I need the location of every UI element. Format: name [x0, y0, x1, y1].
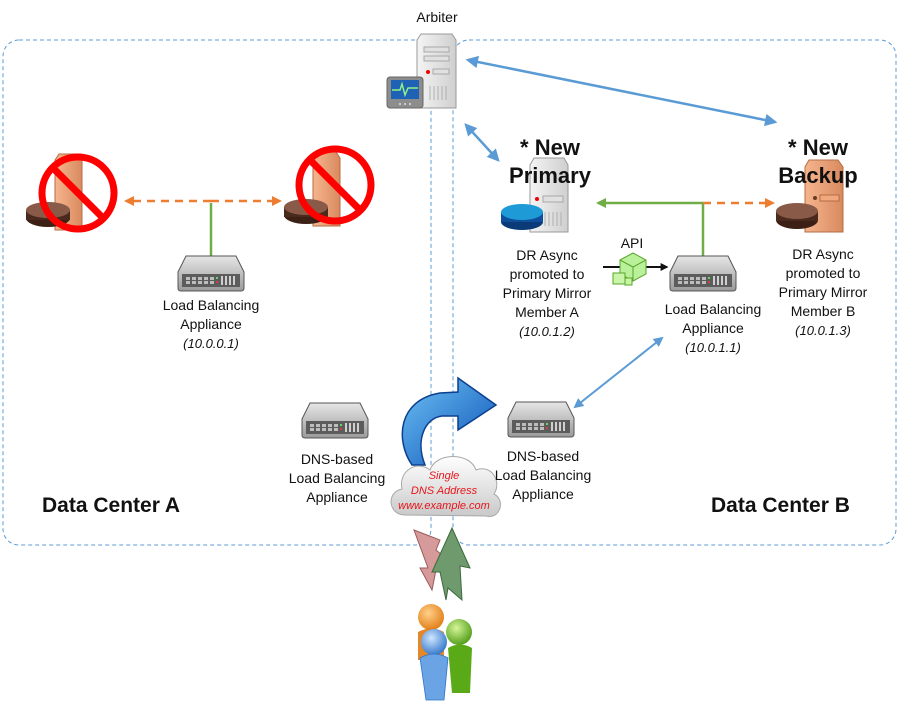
data-center-b-container: [452, 39, 897, 546]
dns-load-balancer-a-line2: Load Balancing: [288, 470, 386, 486]
new-primary-server-icon: [501, 157, 569, 233]
api-cube-icon: [612, 252, 647, 286]
dns-load-balancer-b-line1: DNS-based: [506, 448, 580, 464]
new-primary-line2: promoted to: [509, 266, 585, 282]
dns-load-balancer-b-line2: Load Balancing: [494, 467, 592, 483]
dns-load-balancer-b-icon: [507, 401, 575, 438]
new-backup-heading-line2: Backup: [778, 163, 858, 188]
new-backup-heading-line1: * New: [788, 135, 848, 160]
users-group-icon: [418, 604, 472, 701]
new-primary-line4: Member A: [515, 304, 579, 320]
prohibited-icon-2: [295, 145, 375, 225]
dns-cloud-line2: DNS Address: [410, 485, 478, 497]
dns-load-balancer-a-icon: [301, 402, 369, 439]
data-center-a-label: Data Center A: [42, 494, 181, 517]
new-primary-heading-line2: Primary: [509, 163, 591, 188]
load-balancer-b-icon: [669, 255, 737, 292]
load-balancer-a-line1: Load Balancing: [162, 297, 260, 313]
dns-cloud-label: Single DNS Address www.example.com: [392, 469, 496, 514]
new-backup-line1: DR Async: [792, 246, 854, 262]
dns-load-balancer-a-line1: DNS-based: [300, 451, 374, 467]
load-balancer-a-line2: Appliance: [180, 316, 242, 332]
load-balancer-b-ip: (10.0.1.1): [685, 340, 741, 355]
load-balancer-b-label: Load Balancing Appliance (10.0.1.1): [638, 300, 788, 357]
traffic-arrows-icon: [413, 526, 471, 602]
data-center-b-label: Data Center B: [711, 494, 850, 517]
monitor-icon: [386, 76, 424, 109]
api-label: API: [620, 235, 644, 251]
dns-cloud-icon: [390, 456, 501, 517]
new-primary-description: DR Async promoted to Primary Mirror Memb…: [487, 246, 607, 341]
arbiter-label: Arbiter: [416, 9, 458, 25]
dns-cloud-line3: www.example.com: [398, 500, 490, 512]
arbiter-primary-link: [464, 123, 500, 162]
prohibited-icon-1: [38, 153, 118, 233]
dns-cloud-line1: Single: [428, 470, 460, 482]
load-balancer-b-line1: Load Balancing: [664, 301, 762, 317]
new-primary-heading-line1: * New: [520, 135, 580, 160]
new-backup-description: DR Async promoted to Primary Mirror Memb…: [763, 245, 883, 340]
dns-lb-link: [573, 336, 664, 409]
load-balancer-b-line2: Appliance: [682, 320, 744, 336]
new-backup-server-icon: [776, 159, 844, 233]
arbiter-backup-link: [465, 55, 778, 127]
load-balancer-a-label: Load Balancing Appliance (10.0.0.1): [136, 296, 286, 353]
new-primary-ip: (10.0.1.2): [519, 324, 575, 339]
new-primary-line1: DR Async: [516, 247, 578, 263]
failover-arrow-icon: [401, 376, 498, 466]
data-center-a-container: [2, 39, 432, 546]
dns-load-balancer-b-label: DNS-based Load Balancing Appliance: [473, 447, 613, 504]
load-balancer-a-ip: (10.0.0.1): [183, 336, 239, 351]
new-backup-line3: Primary Mirror: [778, 284, 868, 300]
dns-load-balancer-a-line3: Appliance: [306, 489, 368, 505]
new-backup-ip: (10.0.1.3): [795, 323, 851, 338]
load-balancer-a-icon: [177, 255, 245, 292]
new-primary-heading: * New Primary: [490, 134, 610, 190]
new-backup-heading: * New Backup: [758, 134, 878, 190]
dns-load-balancer-a-label: DNS-based Load Balancing Appliance: [267, 450, 407, 507]
new-backup-line2: promoted to: [785, 265, 861, 281]
dns-load-balancer-b-line3: Appliance: [512, 486, 574, 502]
new-primary-line3: Primary Mirror: [502, 285, 592, 301]
new-backup-line4: Member B: [790, 303, 856, 319]
